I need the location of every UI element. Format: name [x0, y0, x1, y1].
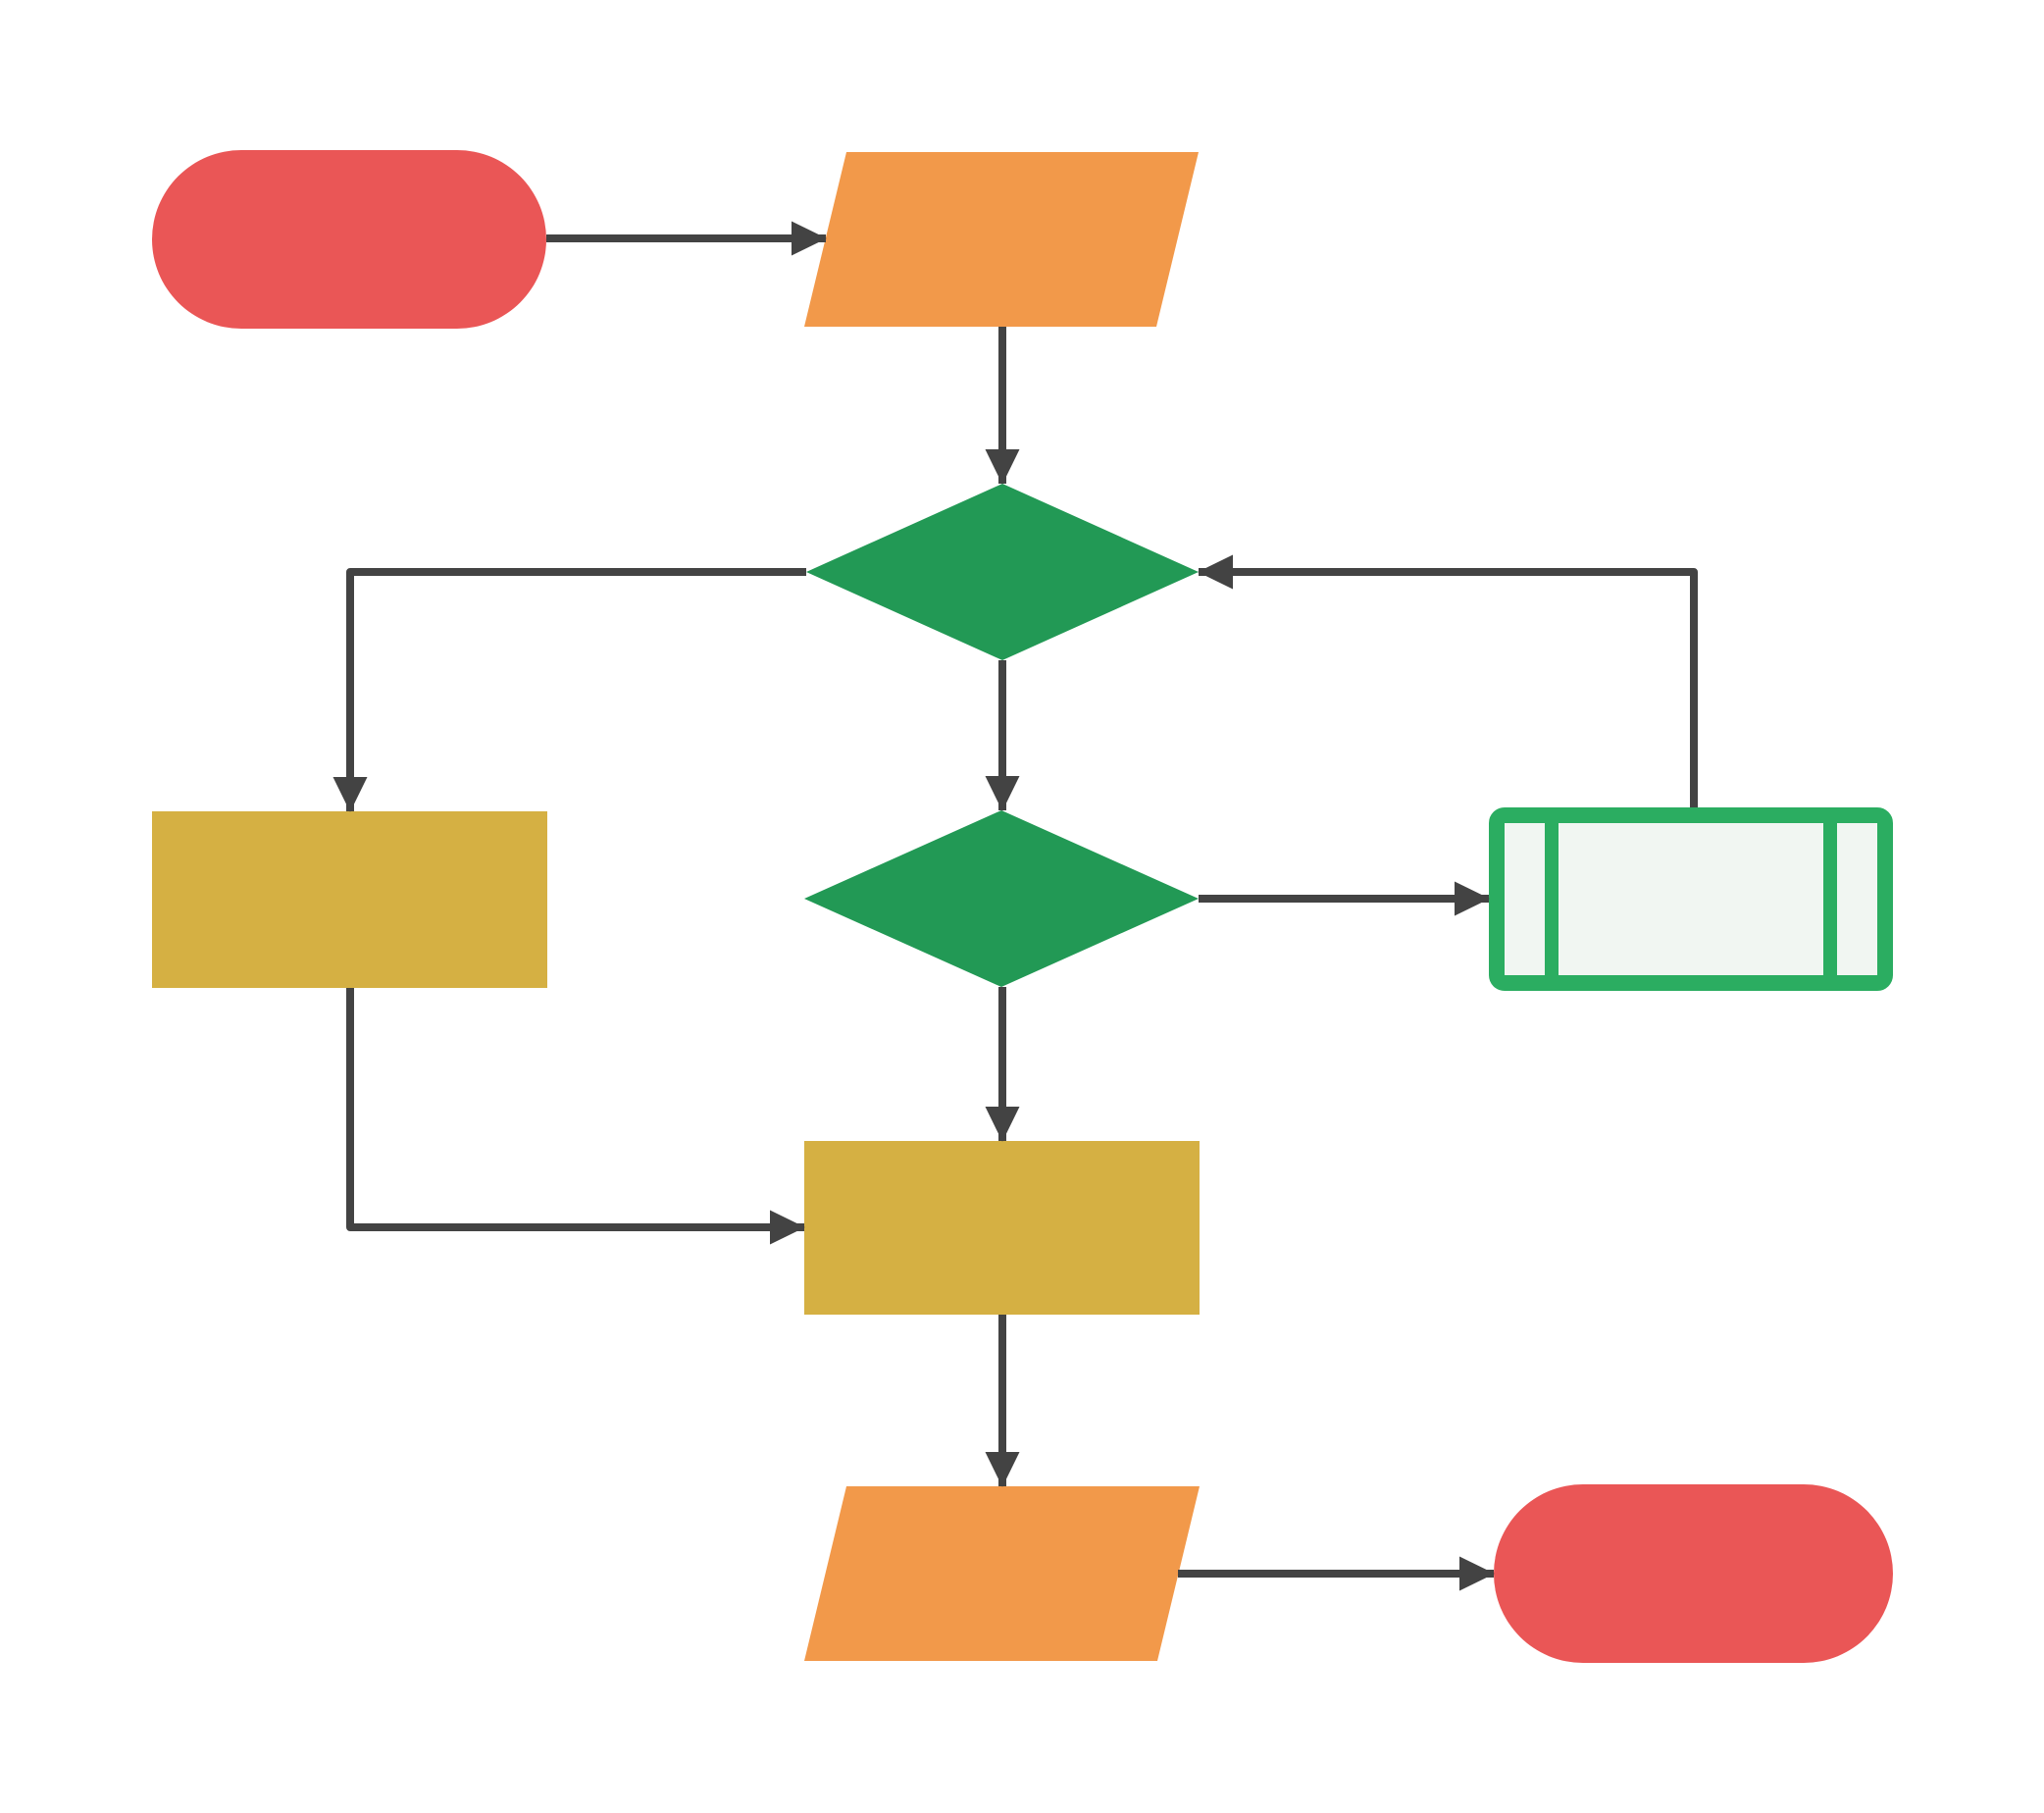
process-rect-center[interactable] — [804, 1141, 1200, 1315]
connector-predefined-process-to-decision1[interactable] — [1198, 554, 1698, 807]
input-parallelogram[interactable] — [804, 152, 1199, 327]
output-parallelogram[interactable] — [804, 1486, 1200, 1661]
end-terminator[interactable] — [1494, 1484, 1893, 1663]
decision-diamond-2[interactable] — [804, 810, 1199, 987]
connector-process-left-to-process-center[interactable] — [346, 988, 805, 1245]
process-rect-left[interactable] — [152, 811, 547, 988]
connector-decision1-to-process-left[interactable] — [332, 568, 806, 812]
decision-diamond-1[interactable] — [806, 484, 1199, 660]
predefined-process-box[interactable] — [1489, 807, 1893, 991]
start-terminator[interactable] — [152, 150, 546, 329]
